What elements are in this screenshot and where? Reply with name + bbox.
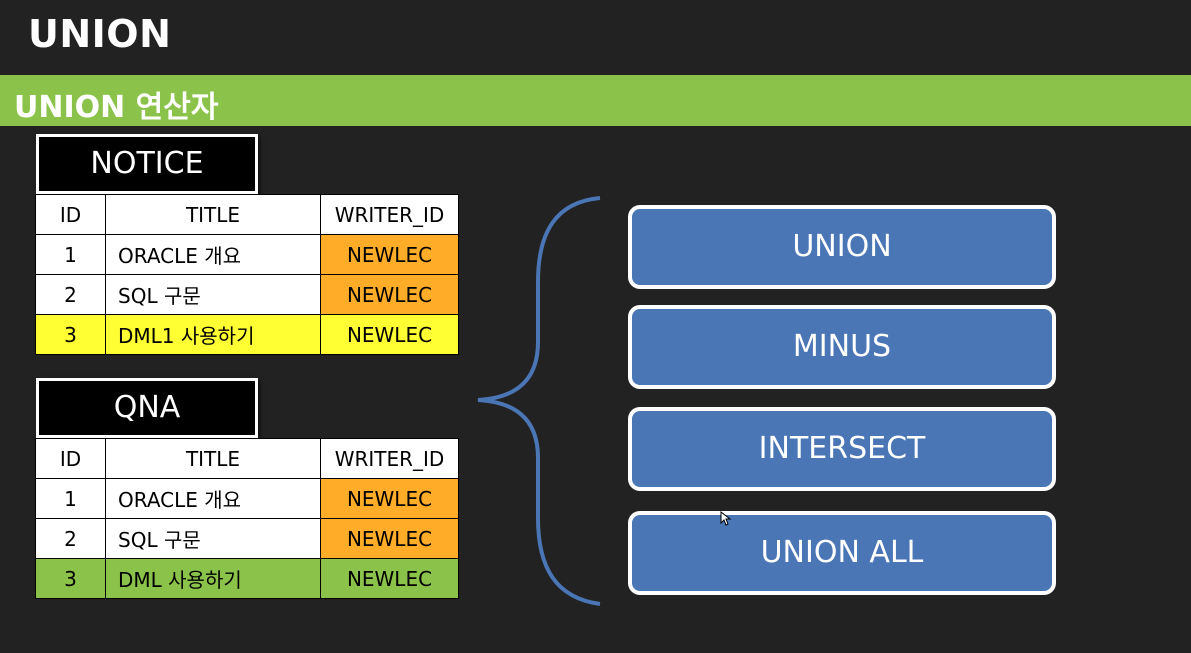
cell-title: SQL 구문 [105, 274, 321, 315]
minus-button[interactable]: MINUS [628, 305, 1056, 389]
cell-writer-id: NEWLEC [320, 234, 459, 275]
union-button[interactable]: UNION [628, 205, 1056, 289]
cell-title: DML 사용하기 [105, 558, 321, 599]
notice-table-label: NOTICE [36, 134, 258, 194]
cell-title: SQL 구문 [105, 518, 321, 559]
section-header-bar: UNION 연산자 [0, 75, 1191, 126]
table-row: 3 DML1 사용하기 NEWLEC [35, 314, 459, 355]
qna-table: ID TITLE WRITER_ID 1 ORACLE 개요 NEWLEC 2 … [35, 438, 459, 599]
table-header-row: ID TITLE WRITER_ID [35, 194, 459, 235]
cell-id: 2 [35, 274, 106, 315]
qna-table-label: QNA [36, 378, 258, 438]
section-title: UNION 연산자 [14, 90, 219, 125]
cell-title: ORACLE 개요 [105, 234, 321, 275]
table-row: 2 SQL 구문 NEWLEC [35, 518, 459, 559]
union-all-button[interactable]: UNION ALL [628, 511, 1056, 595]
slide-title: UNION [28, 12, 172, 56]
column-header-id: ID [35, 438, 106, 479]
column-header-writer-id: WRITER_ID [320, 194, 459, 235]
cell-id: 1 [35, 478, 106, 519]
cell-title: ORACLE 개요 [105, 478, 321, 519]
column-header-title: TITLE [105, 438, 321, 479]
column-header-title: TITLE [105, 194, 321, 235]
cell-id: 1 [35, 234, 106, 275]
cell-writer-id: NEWLEC [320, 558, 459, 599]
cell-title: DML1 사용하기 [105, 314, 321, 355]
column-header-writer-id: WRITER_ID [320, 438, 459, 479]
cell-id: 3 [35, 314, 106, 355]
cell-writer-id: NEWLEC [320, 478, 459, 519]
notice-table: ID TITLE WRITER_ID 1 ORACLE 개요 NEWLEC 2 … [35, 194, 459, 355]
table-row: 1 ORACLE 개요 NEWLEC [35, 478, 459, 519]
table-row: 2 SQL 구문 NEWLEC [35, 274, 459, 315]
cell-writer-id: NEWLEC [320, 274, 459, 315]
mouse-cursor-icon [720, 511, 732, 526]
intersect-button[interactable]: INTERSECT [628, 407, 1056, 491]
table-row: 1 ORACLE 개요 NEWLEC [35, 234, 459, 275]
cell-id: 2 [35, 518, 106, 559]
table-row: 3 DML 사용하기 NEWLEC [35, 558, 459, 599]
cell-writer-id: NEWLEC [320, 518, 459, 559]
cell-writer-id: NEWLEC [320, 314, 459, 355]
column-header-id: ID [35, 194, 106, 235]
table-header-row: ID TITLE WRITER_ID [35, 438, 459, 479]
curly-brace-icon [477, 196, 601, 606]
cell-id: 3 [35, 558, 106, 599]
